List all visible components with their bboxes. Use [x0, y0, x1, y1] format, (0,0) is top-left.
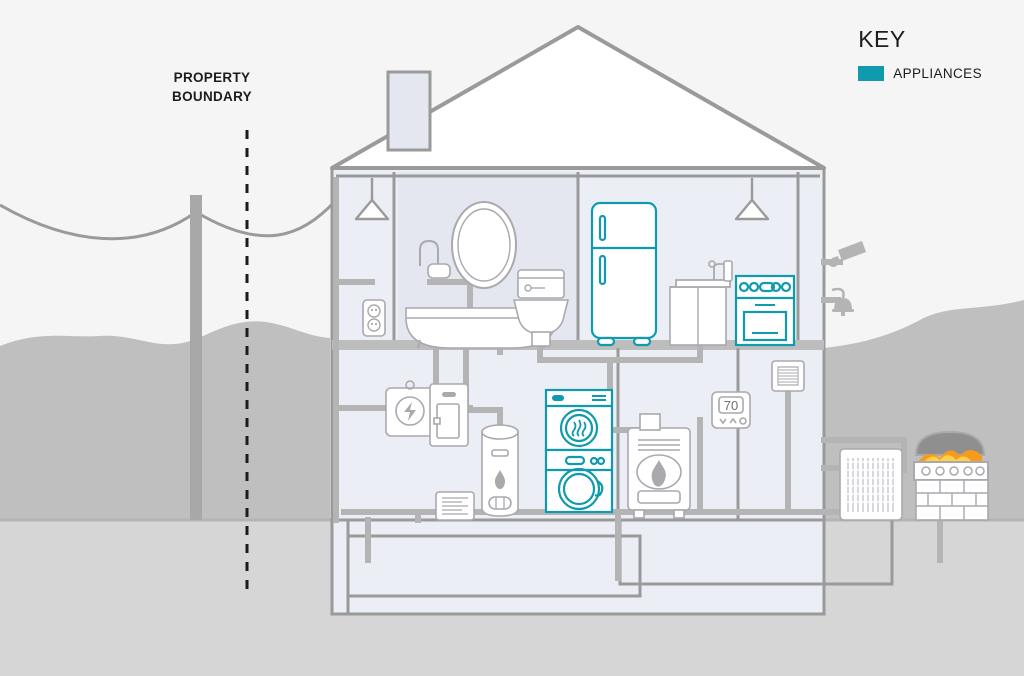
bbq-grill — [913, 430, 989, 521]
furnace — [627, 413, 691, 519]
electric-meter — [385, 380, 435, 437]
breaker-panel — [429, 383, 469, 447]
thermostat-reading: 70 — [724, 398, 738, 413]
water-heater — [481, 424, 519, 517]
washer — [544, 448, 614, 514]
kitchen-sink-cabinet — [669, 260, 733, 346]
floor-slab — [332, 340, 824, 350]
chimney — [386, 70, 432, 152]
lower-void-partition-a — [348, 534, 642, 598]
basement-lower-void — [330, 518, 826, 616]
legend-label-appliances: APPLIANCES — [893, 66, 982, 81]
toilet — [512, 269, 570, 347]
property-boundary-line2: BOUNDARY — [172, 89, 252, 104]
washer-dryer-stack — [544, 388, 614, 514]
legend-title: KEY — [858, 26, 906, 52]
power-line-right — [195, 198, 338, 238]
roof — [330, 25, 826, 170]
thermostat: 70 — [711, 391, 751, 429]
mirror — [451, 201, 517, 289]
wall-vent — [771, 360, 805, 392]
dryer — [544, 388, 614, 452]
property-boundary-label: PROPERTY BOUNDARY — [160, 68, 264, 106]
security-camera — [828, 241, 866, 268]
oven-range — [734, 274, 796, 347]
refrigerator — [590, 201, 658, 347]
ac-condenser — [839, 448, 903, 521]
power-line-left — [0, 203, 197, 241]
legend-swatch-appliances — [858, 66, 885, 81]
legend: KEY APPLIANCES — [858, 26, 982, 81]
legend-item-appliances: APPLIANCES — [858, 66, 982, 81]
pendant-light-bathroom — [354, 178, 390, 221]
utility-pole — [190, 195, 202, 520]
floor-vent — [435, 491, 475, 521]
doorbell-chime — [831, 287, 854, 316]
pendant-light-kitchen — [734, 178, 770, 221]
property-boundary-line1: PROPERTY — [173, 70, 251, 85]
grill-brick-base — [915, 479, 989, 521]
wall-outlet — [362, 299, 386, 337]
